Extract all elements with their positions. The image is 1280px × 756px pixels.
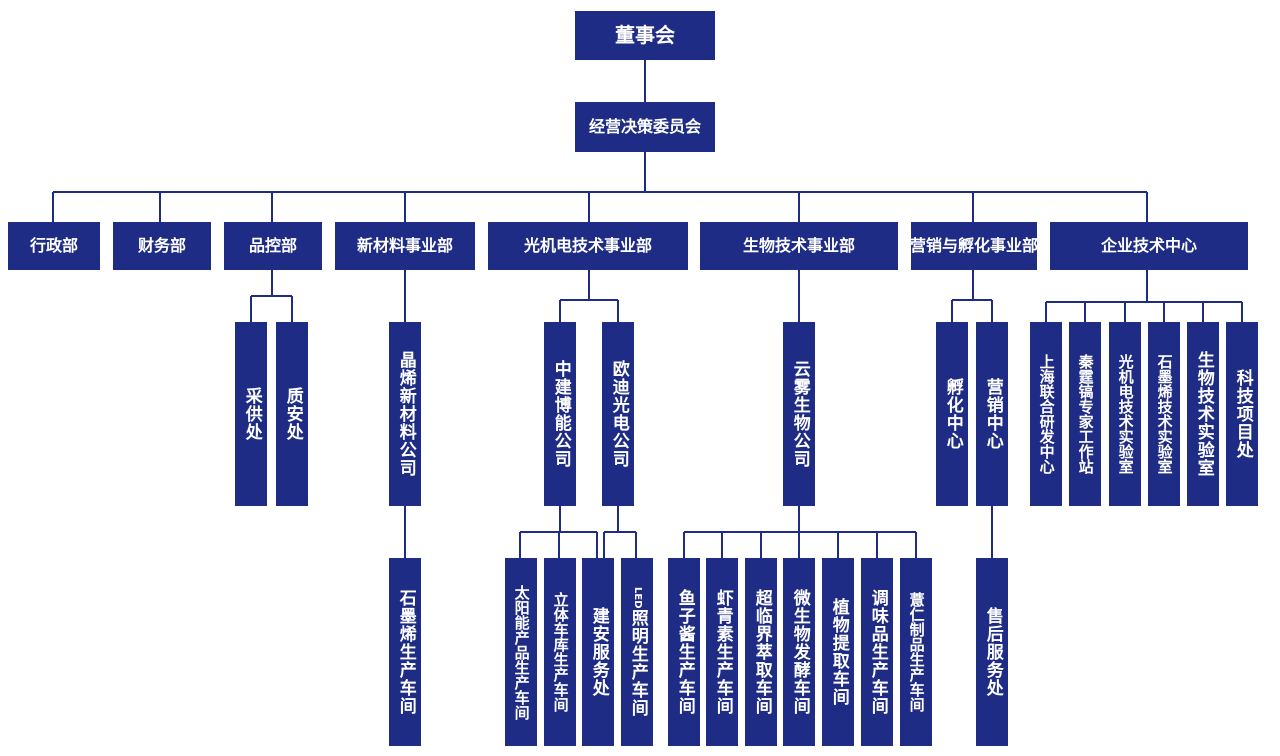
unit-shanghai-rd-center: 上海联合研发中心 <box>1030 322 1062 506</box>
unit-oudi-company: 欧迪光电公司 <box>602 322 634 506</box>
unit-plant-extraction-workshop: 植物提取车间 <box>822 558 854 746</box>
unit-yunwu-company-label: 云雾生物公司 <box>789 360 810 468</box>
unit-zhongjian-company: 中建博能公司 <box>544 322 576 506</box>
unit-led-workshop: LED 照明生产车间 <box>621 558 653 746</box>
unit-coix-workshop-label: 薏仁制品生产车间 <box>907 592 926 712</box>
unit-seasoning-workshop: 调味品生产车间 <box>861 558 893 746</box>
unit-jingxi-company-label: 晶烯新材料公司 <box>395 351 416 477</box>
dept-optomech: 光机电技术事业部 <box>488 222 688 270</box>
unit-bio-lab: 生物技术实验室 <box>1187 322 1219 506</box>
unit-after-sales-service-label: 售后服务处 <box>982 607 1003 697</box>
unit-sales-center: 营销中心 <box>976 322 1008 506</box>
unit-garage-workshop-label: 立体车库生产车间 <box>551 592 570 712</box>
unit-oudi-company-label: 欧迪光电公司 <box>608 360 629 468</box>
unit-coix-workshop: 薏仁制品生产车间 <box>900 558 932 746</box>
dept-tech-center: 企业技术中心 <box>1050 222 1248 270</box>
unit-optomech-lab-label: 光机电技术实验室 <box>1116 354 1135 474</box>
board-box: 董事会 <box>575 11 715 60</box>
unit-construction-service-label: 建安服务处 <box>588 607 609 697</box>
unit-research-office: 科技项目处 <box>1226 322 1258 506</box>
dept-marketing: 营销与孵化事业部 <box>910 222 1038 270</box>
unit-shanghai-rd-center-label: 上海联合研发中心 <box>1037 354 1056 474</box>
unit-bio-lab-label: 生物技术实验室 <box>1193 351 1214 477</box>
unit-safety: 质安处 <box>276 322 308 506</box>
committee-box: 经营决策委员会 <box>575 102 715 152</box>
unit-purchasing: 采供处 <box>235 322 267 506</box>
unit-garage-workshop: 立体车库生产车间 <box>544 558 576 746</box>
unit-zhongjian-company-label: 中建博能公司 <box>550 360 571 468</box>
unit-astaxanthin-workshop: 虾青素生产车间 <box>706 558 738 746</box>
dept-quality: 品控部 <box>224 222 322 270</box>
unit-incubation-center-label: 孵化中心 <box>942 378 963 450</box>
unit-led-prefix: LED <box>631 587 643 609</box>
unit-construction-service: 建安服务处 <box>582 558 614 746</box>
unit-graphene-lab-label: 石墨烯技术实验室 <box>1155 354 1174 474</box>
unit-expert-workstation-label: 秦霆镐专家工作站 <box>1076 354 1095 474</box>
dept-new-materials: 新材料事业部 <box>335 222 475 270</box>
unit-expert-workstation: 秦霆镐专家工作站 <box>1069 322 1101 506</box>
unit-supercritical-workshop-label: 超临界萃取车间 <box>751 589 772 715</box>
unit-yunwu-company: 云雾生物公司 <box>783 322 815 506</box>
unit-graphene-workshop-label: 石墨烯生产车间 <box>395 589 416 715</box>
unit-optomech-lab: 光机电技术实验室 <box>1109 322 1141 506</box>
unit-graphene-workshop: 石墨烯生产车间 <box>389 558 421 746</box>
unit-astaxanthin-workshop-label: 虾青素生产车间 <box>712 589 733 715</box>
unit-seasoning-workshop-label: 调味品生产车间 <box>867 589 888 715</box>
unit-after-sales-service: 售后服务处 <box>976 558 1008 746</box>
unit-purchasing-label: 采供处 <box>241 387 262 441</box>
unit-solar-workshop: 太阳能产品生产车间 <box>505 558 537 746</box>
unit-fermentation-workshop: 微生物发酵车间 <box>783 558 815 746</box>
unit-solar-workshop-label: 太阳能产品生产车间 <box>512 584 531 720</box>
unit-plant-extraction-workshop-label: 植物提取车间 <box>828 598 849 706</box>
dept-biotech: 生物技术事业部 <box>700 222 898 270</box>
unit-safety-label: 质安处 <box>282 387 303 441</box>
unit-graphene-lab: 石墨烯技术实验室 <box>1148 322 1180 506</box>
unit-fermentation-workshop-label: 微生物发酵车间 <box>789 589 810 715</box>
unit-led-workshop-label: 照明生产车间 <box>627 608 648 717</box>
unit-research-office-label: 科技项目处 <box>1232 369 1253 459</box>
unit-supercritical-workshop: 超临界萃取车间 <box>745 558 777 746</box>
unit-jingxi-company: 晶烯新材料公司 <box>389 322 421 506</box>
unit-caviar-workshop: 鱼子酱生产车间 <box>668 558 700 746</box>
unit-incubation-center: 孵化中心 <box>936 322 968 506</box>
unit-caviar-workshop-label: 鱼子酱生产车间 <box>674 589 695 715</box>
unit-sales-center-label: 营销中心 <box>982 378 1003 450</box>
dept-admin: 行政部 <box>8 222 100 270</box>
dept-finance: 财务部 <box>113 222 211 270</box>
